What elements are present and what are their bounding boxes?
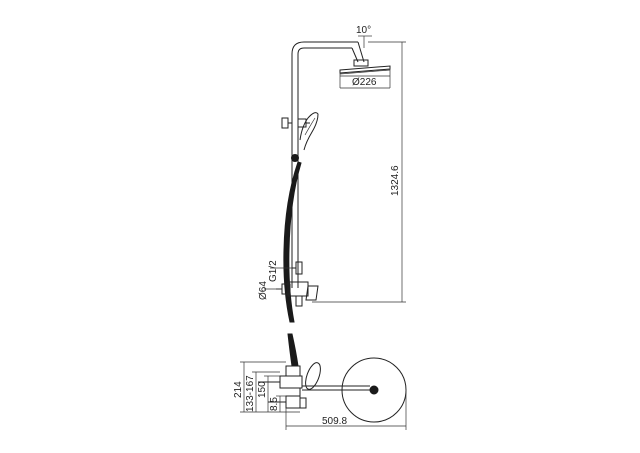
dimension-height-214: 214 <box>233 361 300 413</box>
head-diameter-label: Ø226 <box>352 77 377 88</box>
offset-8-5-label: 8.5 <box>269 397 280 411</box>
shower-arm <box>291 41 365 63</box>
front-elevation: 10° Ø226 1324.6 G1/2 Ø64 <box>258 25 406 323</box>
dimension-head-diameter: Ø226 <box>339 68 391 89</box>
width-509-8-label: 509.8 <box>322 416 347 427</box>
plan-view: 214 133-167 150 8.5 509.8 <box>233 333 407 430</box>
thread-label: G1/2 <box>268 260 279 282</box>
dimension-spout-diameter: Ø64 <box>258 281 282 300</box>
total-height-label: 1324.6 <box>390 165 401 196</box>
slide-bar-holder <box>281 117 310 129</box>
rain-shower-head <box>339 59 391 75</box>
dimension-offset-8-5: 8.5 <box>269 395 286 412</box>
dimension-height-150: 150 <box>257 375 280 412</box>
tilt-angle-label: 10° <box>356 25 371 36</box>
range-133-167-label: 133-167 <box>245 375 256 412</box>
slider-knob <box>291 154 299 162</box>
dimension-total-height: 1324.6 <box>312 41 406 303</box>
dimension-tilt-angle: 10° <box>356 25 372 48</box>
hand-shower <box>299 112 319 151</box>
plan-rain-head-center <box>369 385 379 395</box>
plan-hose <box>287 333 299 367</box>
mixer-valve <box>276 261 319 307</box>
dimension-width-509-8: 509.8 <box>285 390 407 430</box>
dimension-range-133-167: 133-167 <box>245 371 280 412</box>
dimension-thread: G1/2 <box>268 260 292 282</box>
height-150-label: 150 <box>257 381 268 398</box>
plan-hand-shower <box>305 362 321 390</box>
spout-diameter-label: Ø64 <box>258 281 269 300</box>
height-214-label: 214 <box>233 381 244 398</box>
plan-mixer <box>258 365 307 409</box>
